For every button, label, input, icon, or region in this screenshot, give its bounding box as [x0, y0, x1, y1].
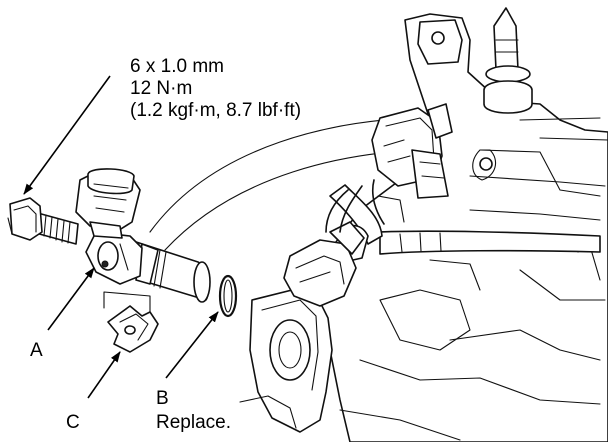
callout-b-label: B [156, 388, 169, 409]
spec-torque-alt-label: (1.2 kgf·m, 8.7 lbf·ft) [130, 100, 301, 121]
callout-b-note: Replace. [156, 412, 231, 433]
wire-harness [283, 103, 601, 307]
sensor-assembly [7, 168, 211, 303]
o-ring [218, 274, 238, 318]
spec-torque-label: 12 N·m [130, 78, 192, 99]
labels: 6 x 1.0 mm 12 N·m (1.2 kgf·m, 8.7 lbf·ft… [30, 56, 301, 433]
leader-lines [23, 75, 219, 399]
a-leader-arrow [47, 267, 95, 331]
c-leader-arrow [87, 351, 121, 399]
retaining-clip [103, 291, 159, 353]
spec-leader-arrow [23, 75, 111, 195]
callout-a-label: A [30, 340, 43, 361]
b-leader-arrow [165, 311, 219, 379]
callout-c-label: C [66, 412, 80, 433]
engine-housing [149, 7, 608, 442]
sensor-bore-housing [239, 287, 333, 433]
spec-size-label: 6 x 1.0 mm [130, 56, 224, 77]
